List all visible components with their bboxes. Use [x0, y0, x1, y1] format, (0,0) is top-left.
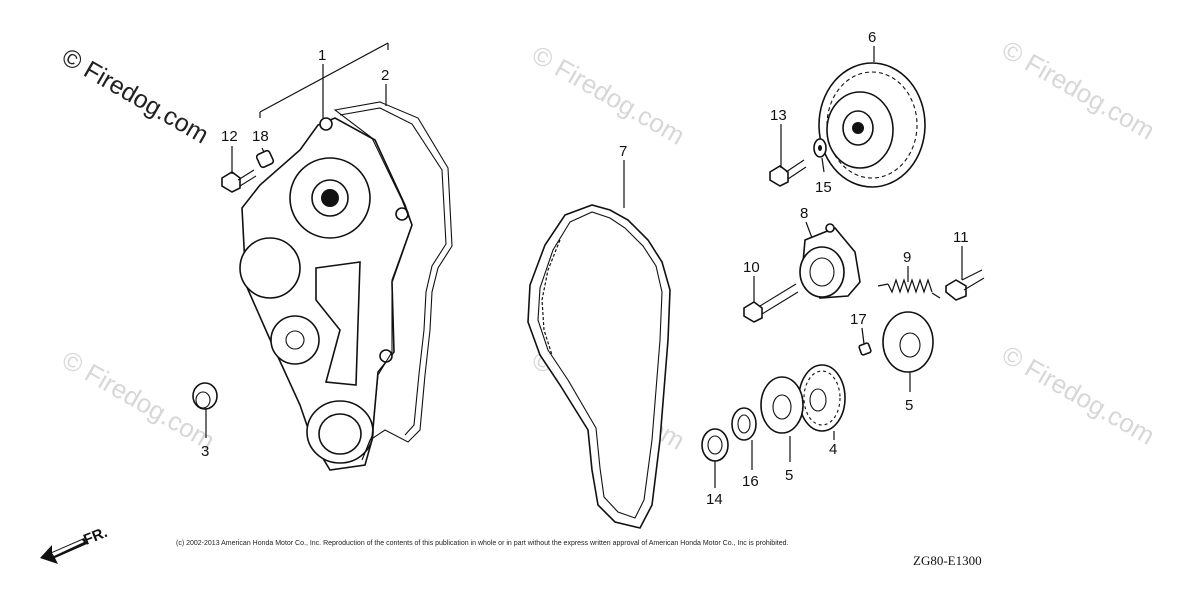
tension-spring-9 [877, 278, 941, 299]
timing-belt [527, 204, 671, 529]
callout-16: 16 [742, 473, 759, 490]
callout-6: 6 [868, 29, 876, 46]
cover-gasket [333, 101, 453, 461]
callout-13: 13 [770, 107, 787, 124]
callout-3: 3 [201, 443, 209, 460]
callout-11: 11 [953, 229, 969, 246]
crankshaft-pulley [798, 364, 846, 432]
watermark-top-right: © Firedog.com [997, 34, 1160, 145]
bolt-13 [769, 159, 807, 187]
collar-18 [255, 149, 275, 169]
callout-2: 2 [381, 67, 389, 84]
leader-lines [205, 42, 963, 488]
callout-4: 4 [829, 441, 837, 458]
callout-7: 7 [619, 143, 627, 160]
front-marker-label: FR. [81, 524, 110, 549]
plug-3 [192, 382, 218, 410]
washer-15 [813, 138, 827, 158]
callout-10: 10 [743, 259, 760, 276]
callout-18: 18 [252, 128, 269, 145]
callout-17: 17 [850, 311, 867, 328]
callout-8: 8 [800, 205, 808, 222]
washer-16 [731, 407, 757, 441]
callout-5-right: 5 [905, 397, 913, 414]
oil-seal-14 [701, 428, 729, 462]
callout-9: 9 [903, 249, 911, 266]
copyright-notice: (c) 2002-2013 American Honda Motor Co., … [176, 540, 789, 547]
flange-bolt-12 [221, 169, 257, 193]
camshaft-pulley [818, 62, 926, 188]
callout-5-left: 5 [785, 467, 793, 484]
guide-plate-left [760, 376, 804, 434]
diagram-code: ZG80-E1300 [913, 553, 982, 568]
watermark-primary: © Firedog.com [57, 43, 213, 149]
guide-plate-right [882, 311, 934, 373]
watermark-top-center: © Firedog.com [527, 39, 690, 150]
timing-belt-cover [239, 117, 413, 471]
callout-15: 15 [815, 179, 832, 196]
callout-1: 1 [318, 47, 326, 64]
tensioner-bolt-11 [945, 269, 985, 301]
tensioner-pulley [799, 223, 861, 299]
callout-14: 14 [706, 491, 723, 508]
bolt-10 [743, 283, 799, 323]
watermark-mid-right: © Firedog.com [997, 339, 1160, 450]
front-direction-arrow-icon [40, 538, 87, 564]
callout-12: 12 [221, 128, 238, 145]
pin-17 [858, 342, 872, 356]
